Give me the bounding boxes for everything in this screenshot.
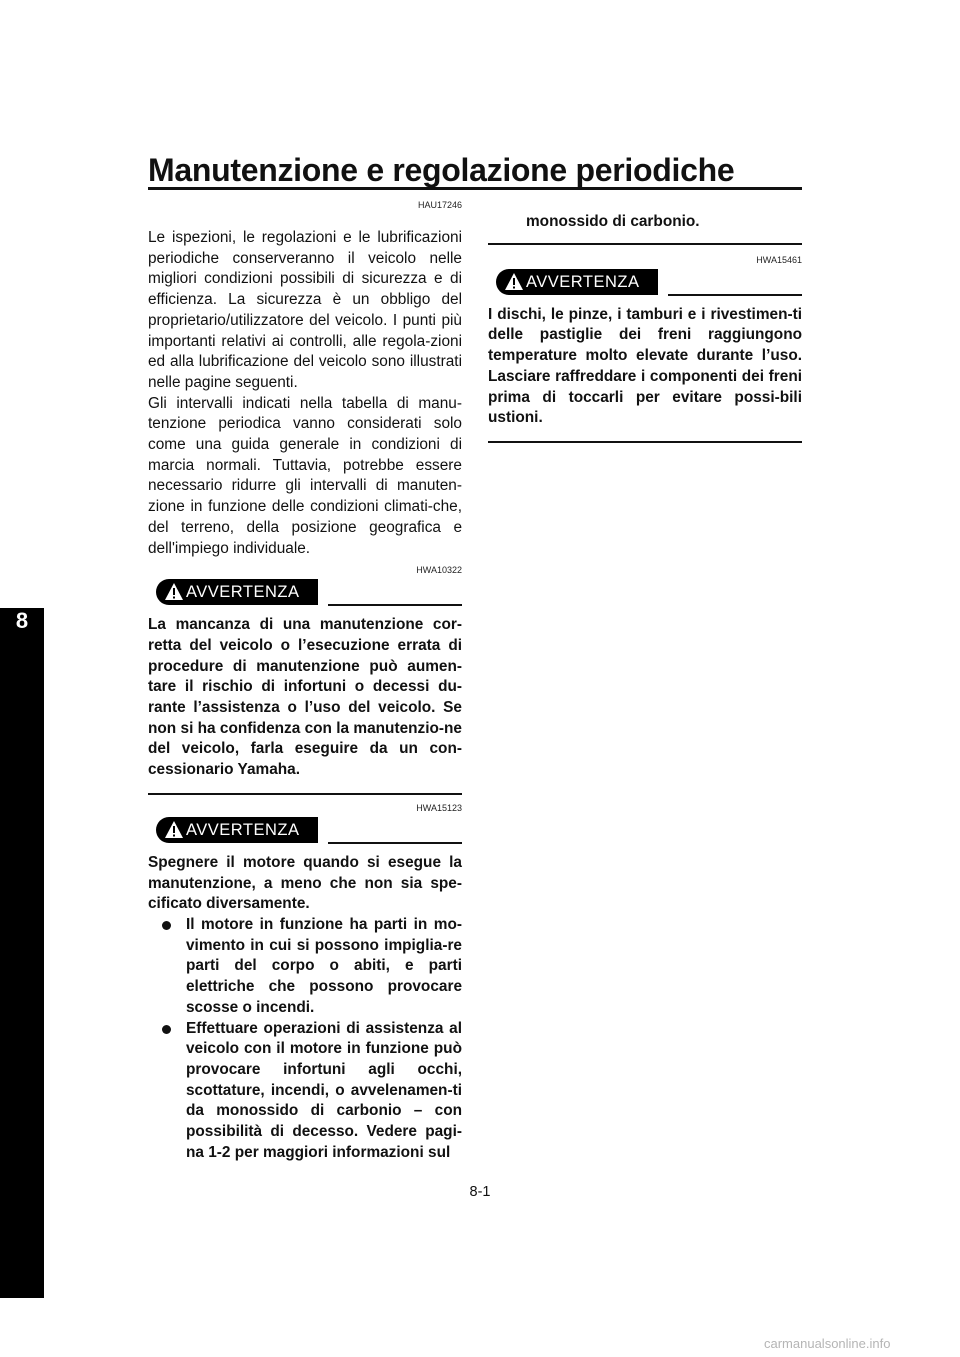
section-code: HAU17246 — [417, 200, 462, 210]
intro-paragraph-2: Gli intervalli indicati nella tabella di… — [148, 394, 462, 557]
watermark: carmanualsonline.info — [764, 1336, 891, 1351]
warning-text: I dischi, le pinze, i tamburi e i rivest… — [488, 305, 802, 427]
warning-end-rule — [488, 440, 802, 443]
bullet-icon — [162, 920, 171, 930]
warning-rule — [328, 604, 462, 607]
warning-end-rule — [148, 792, 462, 795]
warning-badge: AVVERTENZA — [156, 579, 318, 606]
warning-triangle-icon — [505, 272, 523, 290]
warning-badge: AVVERTENZA — [156, 816, 318, 843]
title-underline — [148, 187, 802, 190]
warning-label: AVVERTENZA — [526, 272, 640, 291]
warning-code: HWA15123 — [416, 802, 462, 813]
warning-header: AVVERTENZA — [148, 579, 462, 609]
left-column: HAU17246 Le ispezioni, le regolazioni e … — [148, 200, 462, 1163]
warning-triangle-icon — [165, 583, 183, 601]
warning-triangle-icon — [165, 820, 183, 838]
page-number: 8-1 — [469, 1184, 491, 1200]
warning-end-rule — [488, 242, 802, 245]
bullet-text: Il motore in funzione ha parti in mo-vim… — [186, 915, 462, 1016]
warning-rule — [328, 841, 462, 844]
warning-label: AVVERTENZA — [186, 820, 300, 839]
chapter-number: 8 — [15, 608, 29, 633]
warning-label: AVVERTENZA — [186, 583, 300, 602]
warning-code: HWA15461 — [756, 254, 802, 265]
warning-bullet-list: Il motore in funzione ha parti in mo-vim… — [148, 915, 462, 1163]
warning-header: AVVERTENZA — [488, 268, 802, 299]
list-item: Il motore in funzione ha parti in mo-vim… — [148, 915, 462, 1019]
chapter-tab: 8 — [0, 608, 44, 1298]
bullet-icon — [162, 1024, 171, 1034]
page-title: Manutenzione e regolazione periodiche — [148, 152, 735, 188]
warning-text: La mancanza di una manutenzione cor-rett… — [148, 616, 462, 779]
intro-paragraph-1: Le ispezioni, le regolazioni e le lubrif… — [148, 229, 462, 391]
warning-text: Spegnere il motore quando si esegue la m… — [148, 853, 462, 913]
right-column: monossido di carbonio. HWA15461 AVVERTEN… — [488, 200, 802, 451]
warning-code: HWA10322 — [416, 565, 462, 576]
warning-badge: AVVERTENZA — [496, 268, 658, 295]
continued-bullet-text: monossido di carbonio. — [526, 213, 700, 230]
warning-rule — [668, 293, 802, 296]
bullet-text: Effettuare operazioni di assistenza al v… — [186, 1019, 462, 1161]
warning-header: AVVERTENZA — [148, 816, 462, 847]
list-item: Effettuare operazioni di assistenza al v… — [148, 1019, 462, 1164]
